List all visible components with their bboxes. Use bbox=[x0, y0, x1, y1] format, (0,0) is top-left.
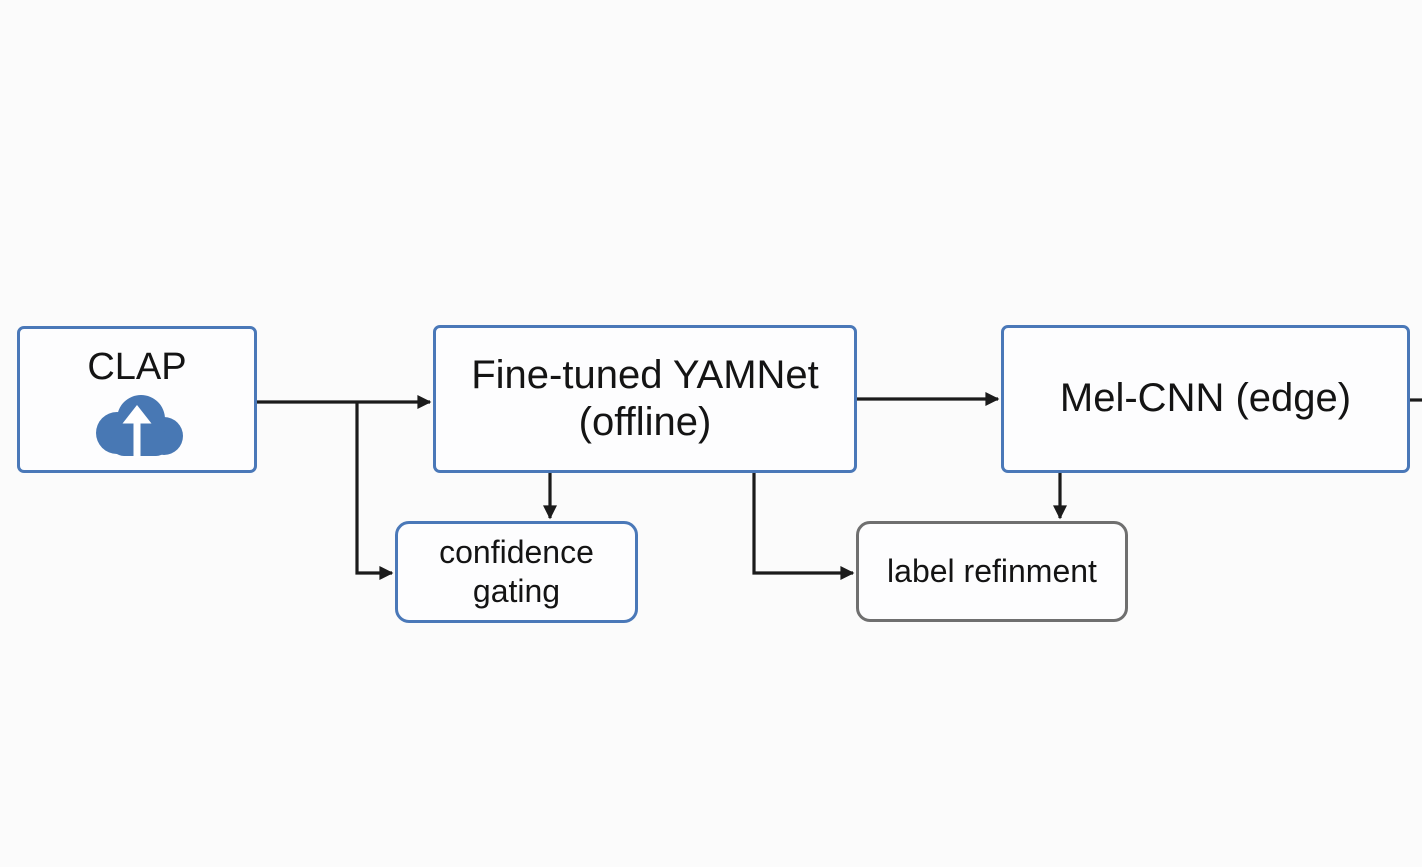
node-clap-label: CLAP bbox=[87, 346, 187, 389]
node-melcnn-label: Mel-CNN (edge) bbox=[1059, 376, 1352, 421]
node-melcnn: Mel-CNN (edge) bbox=[1001, 325, 1410, 473]
node-label-refinement: label refinment bbox=[856, 521, 1128, 622]
node-confidence-gating-label-line1: confidence bbox=[439, 533, 594, 570]
node-confidence-gating: confidence gating bbox=[395, 521, 638, 623]
node-yamnet: Fine-tuned YAMNet (offline) bbox=[433, 325, 857, 473]
edge-branch-to-confidence-gating bbox=[355, 402, 394, 580]
node-yamnet-label-line2: (offline) bbox=[578, 400, 712, 444]
cloud-upload-icon bbox=[96, 394, 183, 458]
node-label-refinement-label: label refinment bbox=[887, 552, 1097, 589]
edge-yamnet-to-label-refinement bbox=[752, 473, 855, 580]
node-confidence-gating-label-line2: gating bbox=[472, 573, 561, 609]
node-yamnet-label-line1: Fine-tuned YAMNet bbox=[471, 352, 819, 397]
node-clap: CLAP bbox=[17, 326, 257, 473]
